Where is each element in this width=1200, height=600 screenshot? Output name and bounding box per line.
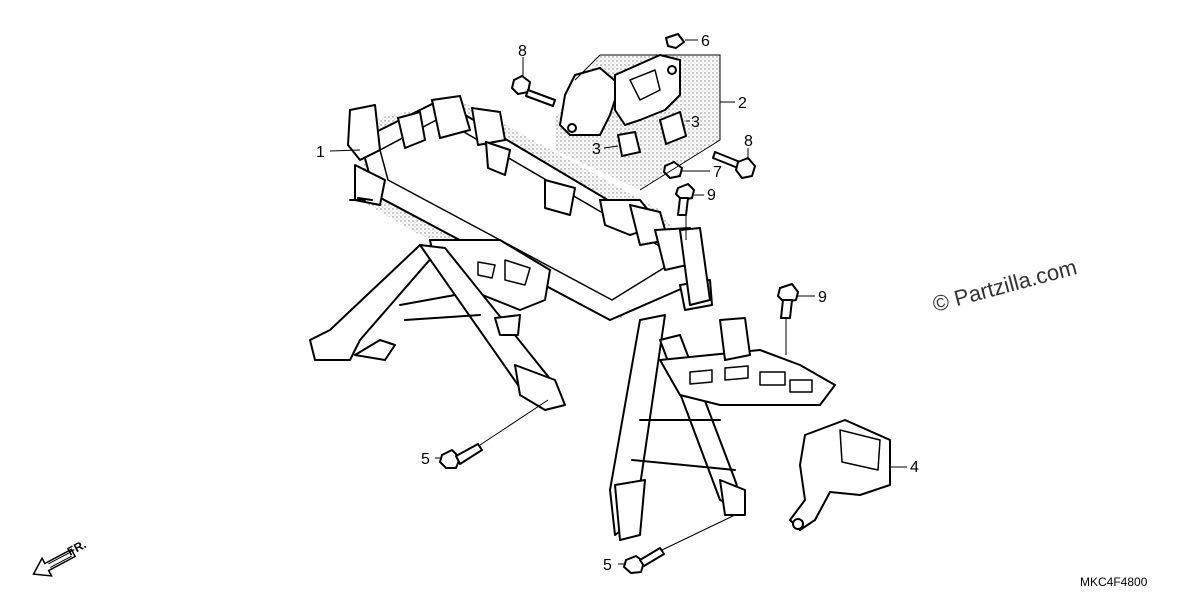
bolt-9-upper [675, 183, 695, 216]
bolt-8-left [511, 75, 556, 107]
callout-1: 1 [316, 144, 325, 161]
callout-5-left: 5 [421, 451, 430, 468]
callout-9-lower: 9 [818, 289, 827, 306]
clip-nut [665, 33, 685, 49]
callout-5-right: 5 [603, 557, 612, 574]
collar-lower [617, 131, 641, 157]
callout-8-right: 8 [744, 133, 753, 150]
bracket-assembly [559, 54, 681, 136]
watermark: © Partzilla.com [930, 254, 1080, 317]
callout-2: 2 [738, 95, 747, 112]
collar-upper [659, 111, 687, 145]
callout-4: 4 [910, 459, 919, 476]
bolt-8-right [712, 151, 756, 179]
callout-6: 6 [701, 33, 710, 50]
frame-sub-assembly [309, 95, 836, 541]
cover-bracket [789, 419, 891, 531]
arrow-front-icon [32, 548, 77, 577]
callout-7: 7 [713, 164, 722, 181]
callout-9-upper: 9 [707, 187, 716, 204]
leader-lines [329, 39, 907, 565]
callout-3-upper: 3 [691, 114, 700, 131]
bolt-9-lower [777, 283, 799, 319]
bolt-5-right [623, 547, 665, 574]
bolt-5-left [439, 443, 483, 469]
diagram-code: MKC4F4800 [1080, 575, 1148, 589]
callout-3-lower: 3 [592, 141, 601, 158]
callout-8-left: 8 [518, 43, 527, 60]
